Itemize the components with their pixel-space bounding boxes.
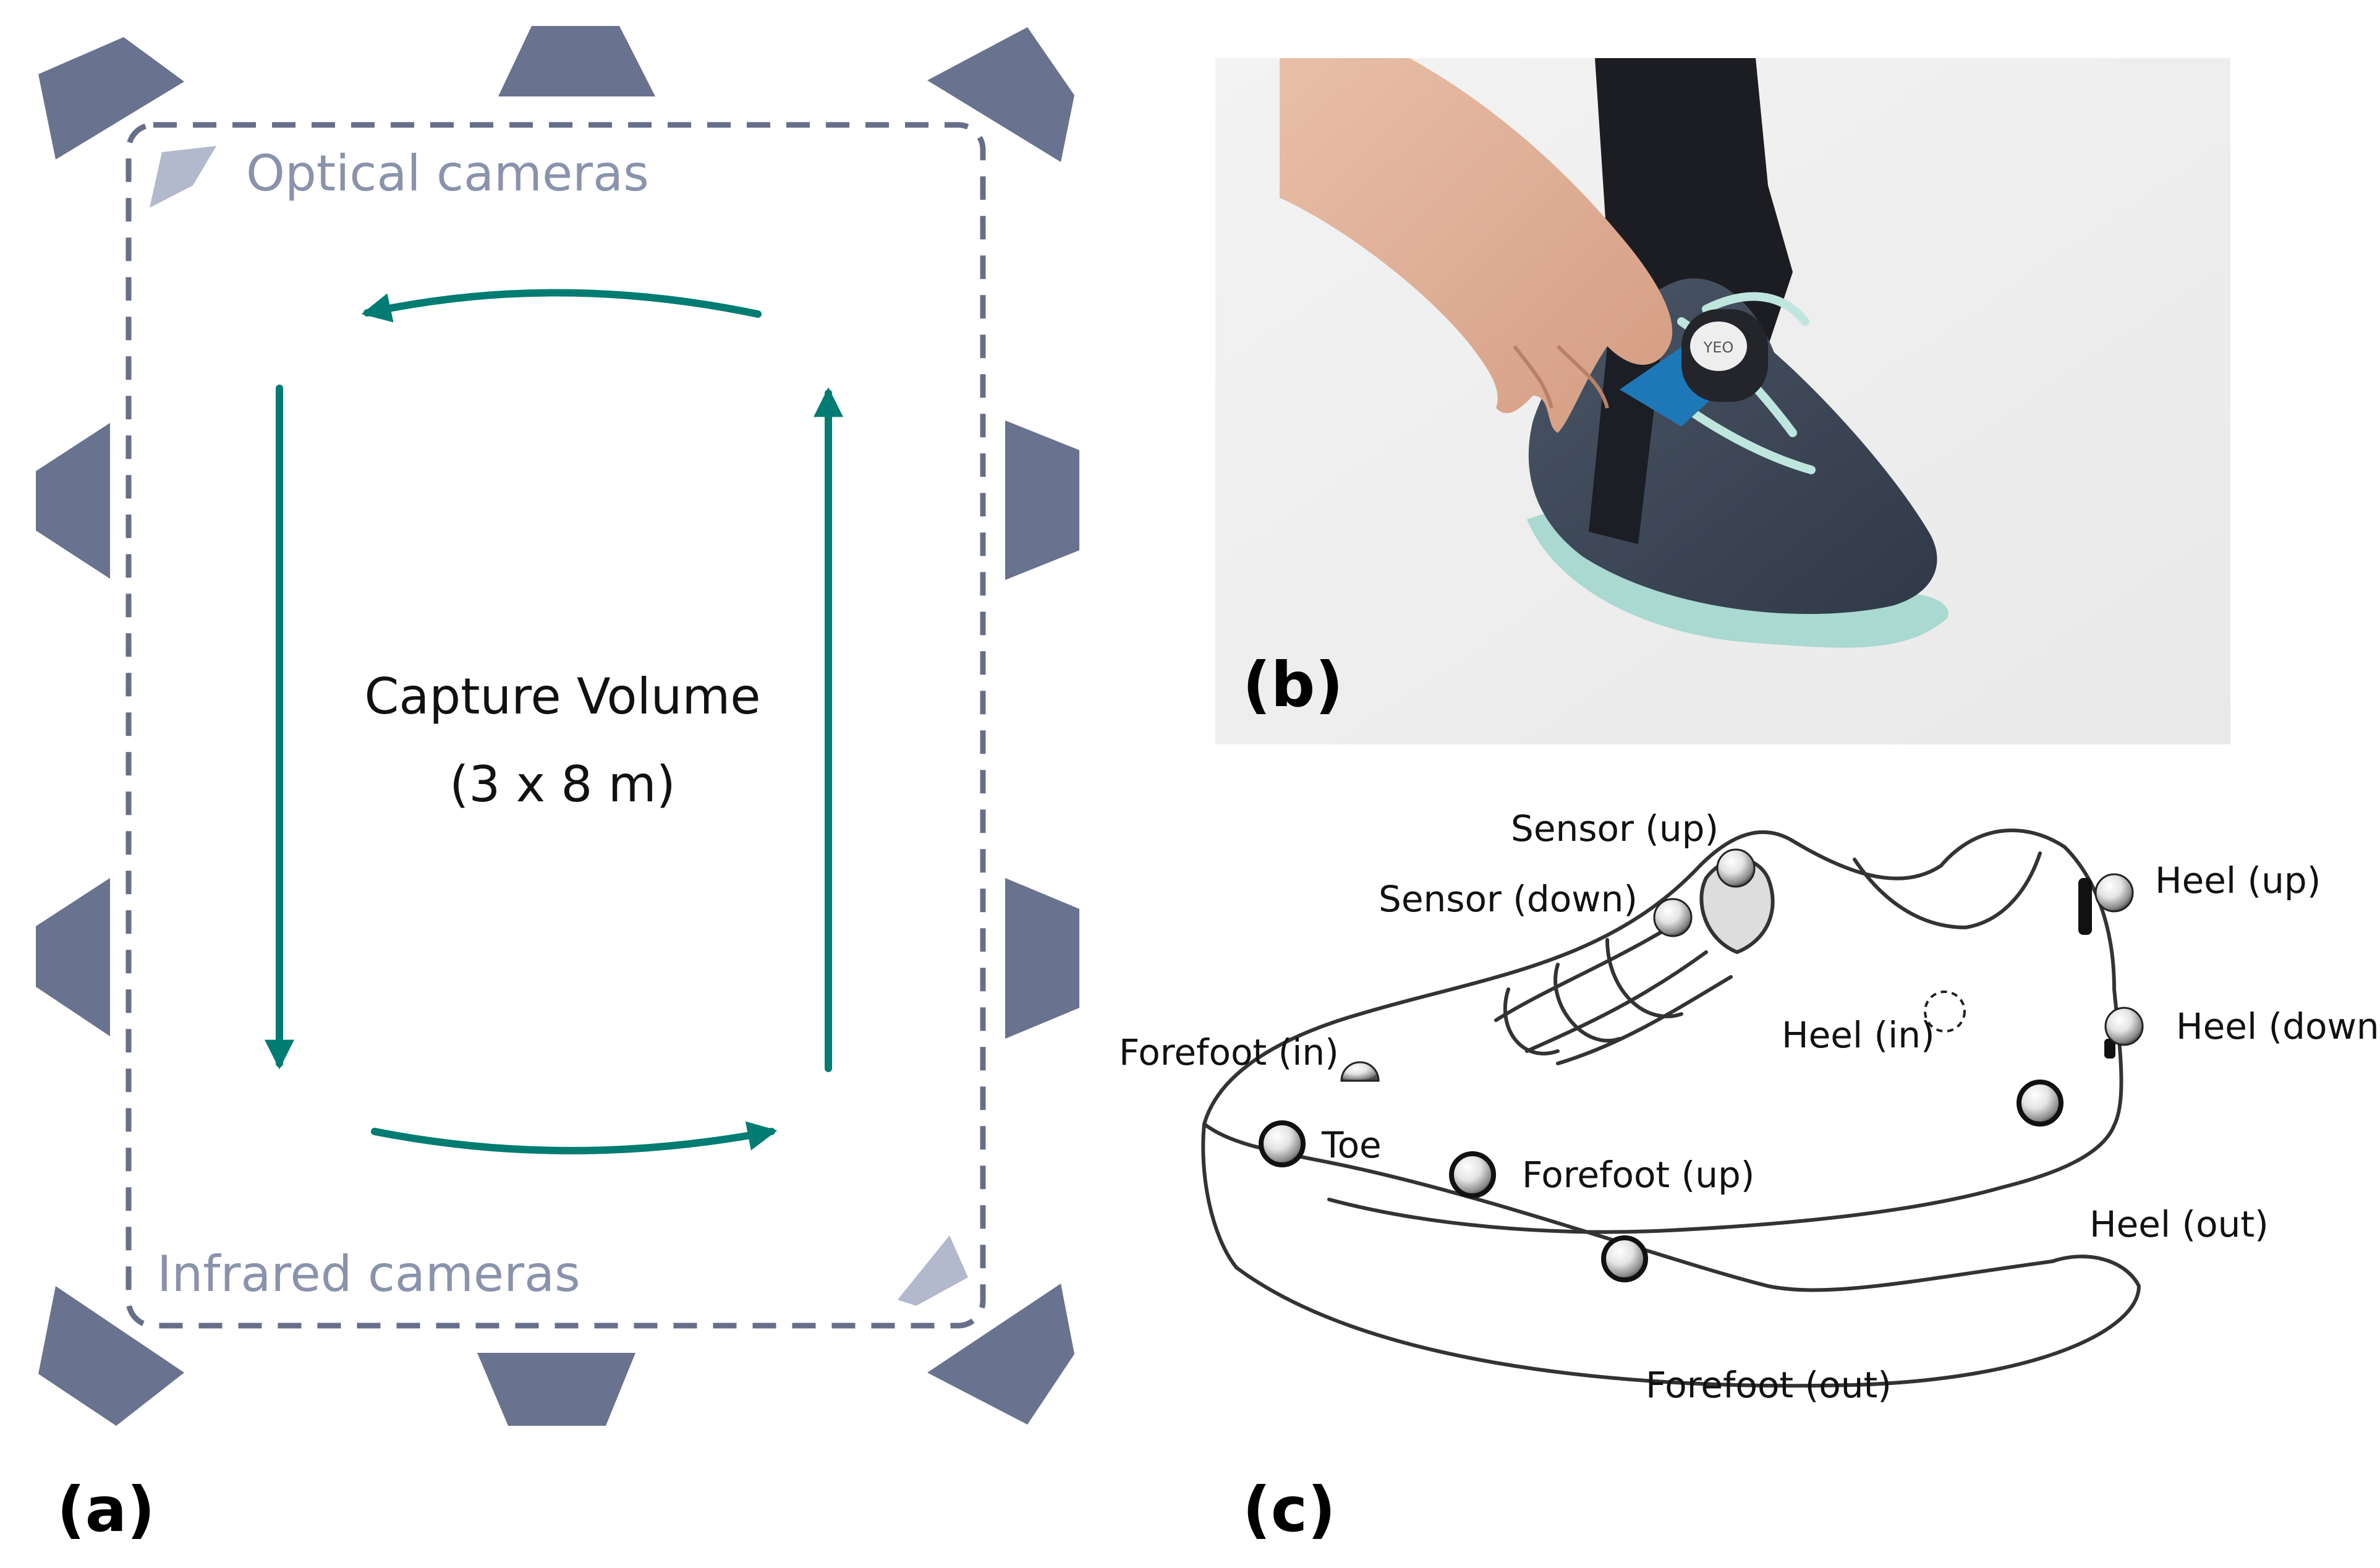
capture-volume-border	[125, 122, 986, 1329]
marker-forefoot-out	[1601, 1235, 1648, 1282]
infrared-camera-icon	[498, 26, 655, 96]
label-sensor-up: Sensor (up)	[1511, 807, 1719, 850]
infrared-camera-icons	[36, 26, 1079, 1426]
marker-heel-out	[2017, 1080, 2063, 1127]
label-toe: Toe	[1321, 1124, 1382, 1166]
infrared-camera-icon	[477, 1353, 635, 1426]
infrared-camera-icon	[38, 37, 184, 160]
marker-sensor-up	[1716, 848, 1756, 888]
heel-clip-lower	[2104, 1039, 2115, 1059]
legend-infrared-cameras: Infrared cameras	[157, 1245, 580, 1303]
marker-sensor-down	[1653, 898, 1693, 937]
infrared-camera-icon	[36, 878, 110, 1036]
label-heel-down: Heel (down)	[2176, 1005, 2380, 1047]
shoe-upper-outline	[1202, 828, 2123, 1234]
panel-b-sensor-photo: YEO (b)	[1215, 58, 2230, 744]
infrared-camera-icon	[36, 423, 110, 579]
label-heel-out: Heel (out)	[2089, 1203, 2269, 1245]
marker-forefoot-in	[1340, 1061, 1380, 1082]
label-forefoot-out: Forefoot (out)	[1646, 1364, 1892, 1406]
infrared-camera-icon	[1005, 420, 1079, 580]
label-sensor-down: Sensor (down)	[1379, 878, 1638, 920]
label-forefoot-in: Forefoot (in)	[1119, 1031, 1339, 1073]
shoe-sole-outline	[1201, 1122, 2141, 1388]
label-forefoot-up: Forefoot (up)	[1522, 1154, 1754, 1196]
marker-heel-in	[1924, 991, 1966, 1033]
capture-volume-title: Capture Volume	[364, 668, 760, 725]
label-heel-up: Heel (up)	[2155, 859, 2321, 901]
capture-volume-size: (3 x 8 m)	[449, 756, 676, 813]
hand-fingers	[1513, 344, 1609, 409]
optical-camera-icon	[150, 146, 216, 208]
panel-c-marker-placement: Sensor (up) Sensor (down) Heel (up) Heel…	[1119, 807, 2380, 1546]
hand	[1280, 58, 1673, 433]
infrared-camera-icon	[927, 1284, 1074, 1425]
infrared-camera-icon	[1005, 878, 1079, 1039]
heel-clip-upper	[2078, 878, 2092, 935]
infrared-camera-icon	[38, 1286, 184, 1426]
marker-dots	[1259, 848, 2144, 1282]
panel-label-b: (b)	[1243, 649, 1343, 721]
marker-toe	[1259, 1120, 1306, 1167]
panel-label-a: (a)	[57, 1473, 155, 1546]
panel-label-c: (c)	[1243, 1473, 1336, 1546]
label-heel-in: Heel (in)	[1782, 1014, 1935, 1056]
path-arrow-top	[361, 289, 762, 323]
walking-path-arrows	[265, 289, 843, 1154]
shoe-lace-lines	[1494, 926, 1733, 1065]
legend-optical-cameras: Optical cameras	[246, 145, 649, 202]
optical-camera-icon	[898, 1235, 968, 1306]
shoe-lace-loops	[1503, 938, 1683, 1055]
sensor-text: YEO	[1703, 339, 1734, 356]
marker-forefoot-up	[1449, 1151, 1496, 1198]
shoe-outline	[1201, 828, 2141, 1388]
marker-heel-up	[2094, 873, 2134, 913]
panel-a-capture-setup: Optical cameras Infrared cameras Capture…	[36, 26, 1079, 1546]
marker-heel-down	[2104, 1007, 2144, 1046]
path-arrow-bottom	[371, 1121, 778, 1154]
marker-labels: Sensor (up) Sensor (down) Heel (up) Heel…	[1119, 807, 2380, 1406]
shoe-collar-outline	[1853, 851, 2042, 929]
sensor-face	[1690, 322, 1747, 371]
infrared-camera-icon	[927, 27, 1074, 162]
